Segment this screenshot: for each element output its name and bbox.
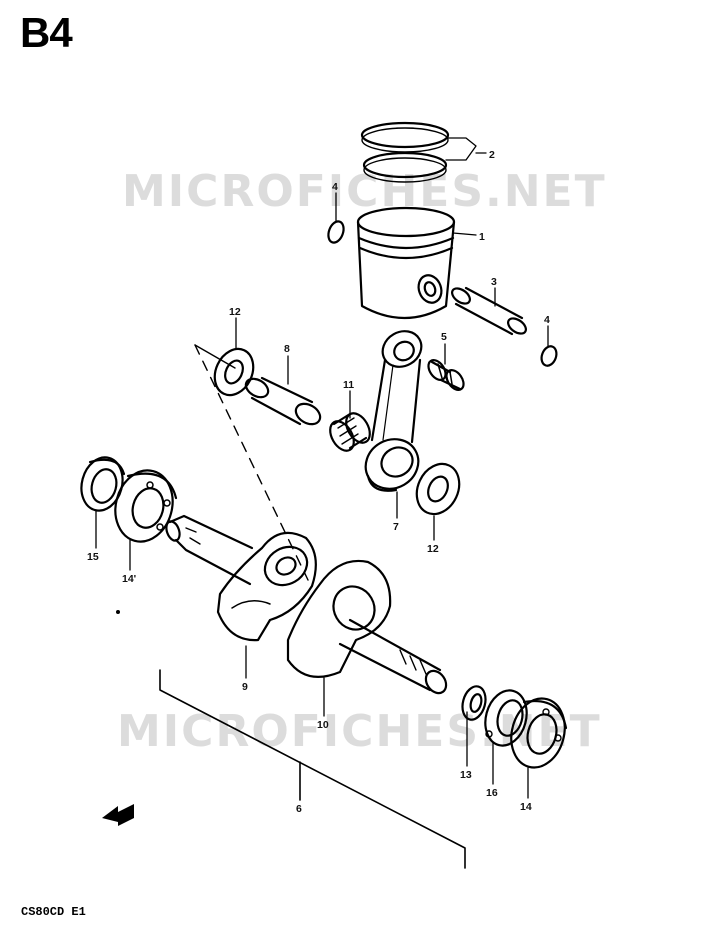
small-end-bearing — [427, 359, 465, 391]
callout-9: 9 — [242, 681, 248, 693]
piston-rings — [360, 121, 450, 183]
shim — [461, 685, 487, 721]
callout-4-left: 4 — [332, 181, 338, 193]
bearing-right — [510, 697, 568, 769]
callout-16: 16 — [486, 787, 498, 799]
callout-14-right: 14 — [520, 801, 532, 813]
callout-14-left: 14' — [122, 573, 136, 585]
watermark-top: MICROFICHES.NET — [122, 166, 607, 217]
callout-11: 11 — [343, 379, 354, 391]
callout-1: 1 — [479, 231, 485, 243]
alignment-line — [194, 344, 309, 581]
callout-13: 13 — [460, 769, 472, 781]
callout-5: 5 — [441, 331, 447, 343]
page-code: B4 — [20, 9, 73, 56]
callout-4-right: 4 — [544, 314, 550, 326]
callout-15: 15 — [87, 551, 99, 563]
callout-12-left: 12 — [229, 306, 241, 318]
thrust-washer-right — [415, 462, 461, 516]
crank-pin — [244, 376, 322, 426]
piston-pin — [451, 286, 527, 336]
circlip-left — [327, 220, 345, 244]
bearing-left — [114, 469, 178, 543]
circlip-right — [540, 345, 558, 367]
connecting-rod — [364, 330, 423, 492]
assembly-bracket — [159, 669, 466, 869]
callout-2: 2 — [489, 149, 495, 161]
model-code: CS80CD E1 — [21, 905, 86, 919]
crankshaft-right — [286, 559, 448, 695]
callout-6: 6 — [296, 803, 302, 815]
callout-3: 3 — [491, 276, 497, 288]
crankshaft-left — [165, 514, 317, 642]
arrow-left-icon — [102, 804, 134, 826]
watermark-bottom: MICROFICHES.NET — [117, 706, 602, 757]
callout-7: 7 — [393, 521, 399, 533]
callout-10: 10 — [317, 719, 329, 731]
callout-8: 8 — [284, 343, 290, 355]
thrust-washer-left — [213, 347, 255, 397]
piston — [356, 206, 456, 320]
scan-dot — [116, 610, 120, 614]
callout-12-right: 12 — [427, 543, 439, 555]
oil-seal-left — [80, 456, 126, 512]
bearing-cage — [484, 689, 528, 747]
leader-lines — [95, 137, 549, 799]
